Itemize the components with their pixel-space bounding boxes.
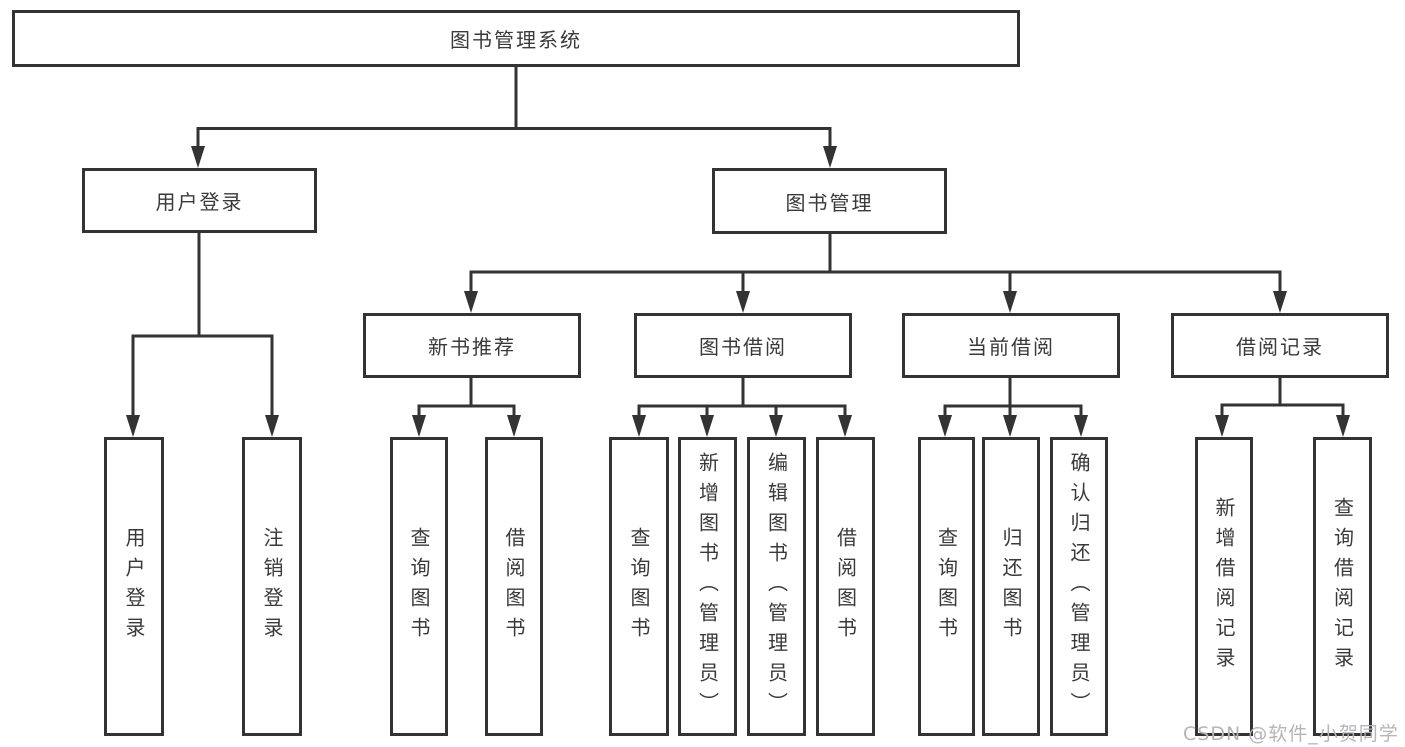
leaf-records-add-record-label: 新增借阅记录 — [1212, 496, 1236, 677]
connector-book-mgmt-children — [469, 234, 1282, 293]
arrowheads-current-borrow-children — [938, 415, 1088, 437]
node-new-book-recommend-label: 新书推荐 — [428, 335, 516, 359]
leaf-current-confirm-return-admin: 确认归还（管理员） — [1050, 437, 1108, 736]
arrowheads-new-book-children — [412, 415, 521, 437]
connector-current-borrow-children — [943, 378, 1083, 417]
arrowheads-borrow-records-children — [1215, 415, 1350, 437]
arrowheads-level1 — [191, 146, 837, 168]
arrowheads-book-borrow-children — [632, 415, 852, 437]
leaf-logout-login: 注销登录 — [242, 437, 302, 736]
leaf-current-query-books-label: 查询图书 — [934, 526, 959, 647]
leaf-current-return-books: 归还图书 — [982, 437, 1040, 736]
node-borrow-records-label: 借阅记录 — [1236, 335, 1324, 359]
node-root-label: 图书管理系统 — [450, 28, 582, 52]
connector-new-book-children — [417, 378, 516, 417]
leaf-user-login: 用户登录 — [104, 437, 164, 736]
node-user-login: 用户登录 — [82, 168, 317, 233]
leaf-user-login-label: 用户登录 — [122, 526, 146, 647]
leaf-borrow-borrow-books-label: 借阅图书 — [833, 526, 858, 647]
connector-root-to-level1 — [196, 67, 832, 148]
connector-borrow-records-children — [1220, 378, 1345, 417]
leaf-newbook-query-books: 查询图书 — [390, 437, 448, 736]
leaf-current-query-books: 查询图书 — [918, 437, 975, 736]
arrowheads-user-login-children — [126, 415, 279, 437]
leaf-newbook-borrow-books: 借阅图书 — [485, 437, 543, 736]
leaf-borrow-add-books-admin: 新增图书（管理员） — [678, 437, 737, 736]
leaf-newbook-borrow-books-label: 借阅图书 — [502, 526, 526, 647]
node-new-book-recommend: 新书推荐 — [363, 313, 581, 378]
node-book-mgmt-label: 图书管理 — [785, 190, 874, 215]
leaf-current-return-books-label: 归还图书 — [999, 526, 1023, 647]
node-user-login-label: 用户登录 — [155, 190, 244, 214]
leaf-current-confirm-return-admin-label: 确认归还（管理员） — [1067, 451, 1091, 722]
leaf-logout-login-label: 注销登录 — [260, 526, 284, 647]
node-current-borrow: 当前借阅 — [902, 313, 1120, 378]
leaf-borrow-query-books: 查询图书 — [609, 437, 669, 736]
leaf-borrow-edit-books-admin-label: 编辑图书（管理员） — [764, 451, 789, 722]
node-book-mgmt: 图书管理 — [712, 168, 947, 234]
arrowheads-level2 — [464, 291, 1287, 313]
leaf-borrow-query-books-label: 查询图书 — [627, 526, 651, 647]
node-book-borrow-label: 图书借阅 — [699, 335, 787, 359]
leaf-records-query-record: 查询借阅记录 — [1313, 437, 1372, 736]
leaf-records-query-record-label: 查询借阅记录 — [1330, 496, 1355, 677]
leaf-newbook-query-books-label: 查询图书 — [407, 526, 431, 647]
csdn-watermark: CSDN @软件_小贺同学 — [1183, 723, 1399, 745]
leaf-borrow-add-books-admin-label: 新增图书（管理员） — [695, 451, 720, 722]
leaf-records-add-record: 新增借阅记录 — [1195, 437, 1253, 736]
connector-user-login-children — [131, 233, 274, 417]
leaf-borrow-edit-books-admin: 编辑图书（管理员） — [747, 437, 806, 736]
node-current-borrow-label: 当前借阅 — [967, 335, 1055, 359]
connector-book-borrow-children — [637, 378, 847, 417]
node-root: 图书管理系统 — [12, 10, 1020, 67]
node-borrow-records: 借阅记录 — [1171, 313, 1389, 378]
leaf-borrow-borrow-books: 借阅图书 — [816, 437, 875, 736]
node-book-borrow: 图书借阅 — [634, 313, 852, 378]
